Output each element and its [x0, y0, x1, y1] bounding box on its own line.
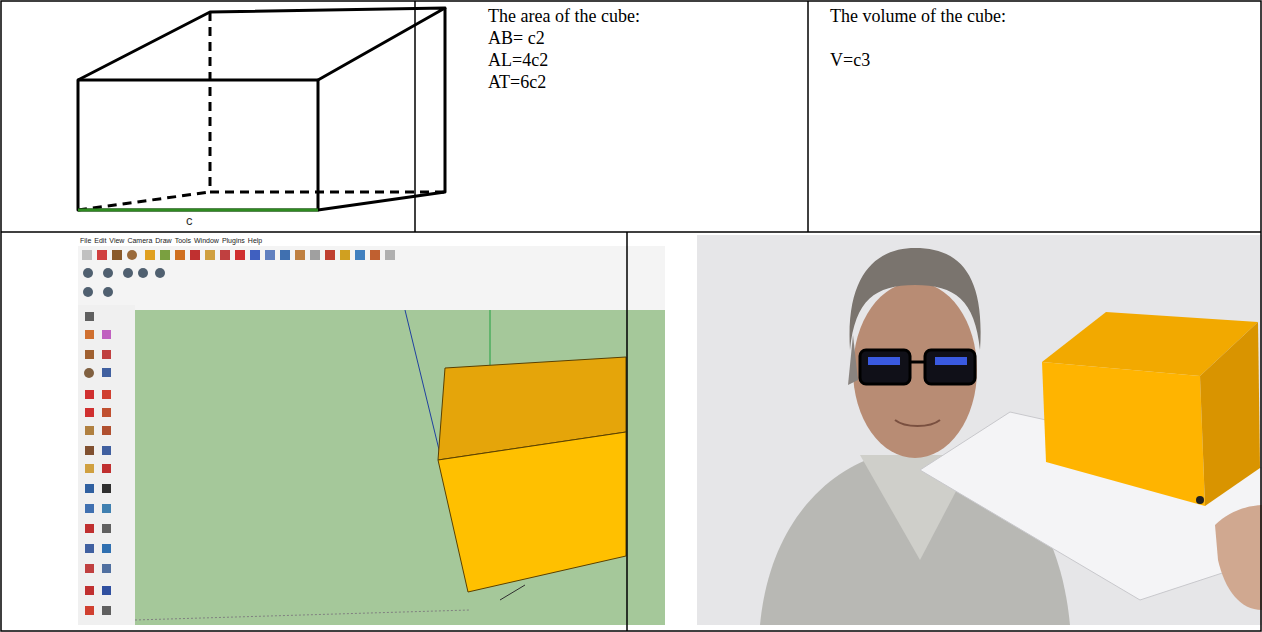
- menu-item: Edit: [94, 237, 106, 245]
- cube-drawing: [78, 8, 445, 210]
- table-cell-text: The area of the cube:: [488, 5, 640, 27]
- menu-item: Camera: [127, 237, 152, 245]
- menu-item: View: [109, 237, 124, 245]
- formula: AT=6c2: [488, 71, 546, 93]
- edge-label: c: [186, 214, 193, 228]
- menu-item: Window: [194, 237, 219, 245]
- sketchup-screenshot: [78, 235, 665, 625]
- formula: AL=4c2: [488, 49, 548, 71]
- menu-item: Tools: [175, 237, 191, 245]
- menu-item: Draw: [155, 237, 171, 245]
- photo: [697, 235, 1262, 625]
- formula: AB= c2: [488, 27, 545, 49]
- table-cell-text: The volume of the cube:: [830, 5, 1006, 27]
- menu-item: Plugins: [222, 237, 245, 245]
- menu-item: File: [80, 237, 91, 245]
- menu-item: Help: [248, 237, 262, 245]
- formula: V=c3: [830, 49, 870, 71]
